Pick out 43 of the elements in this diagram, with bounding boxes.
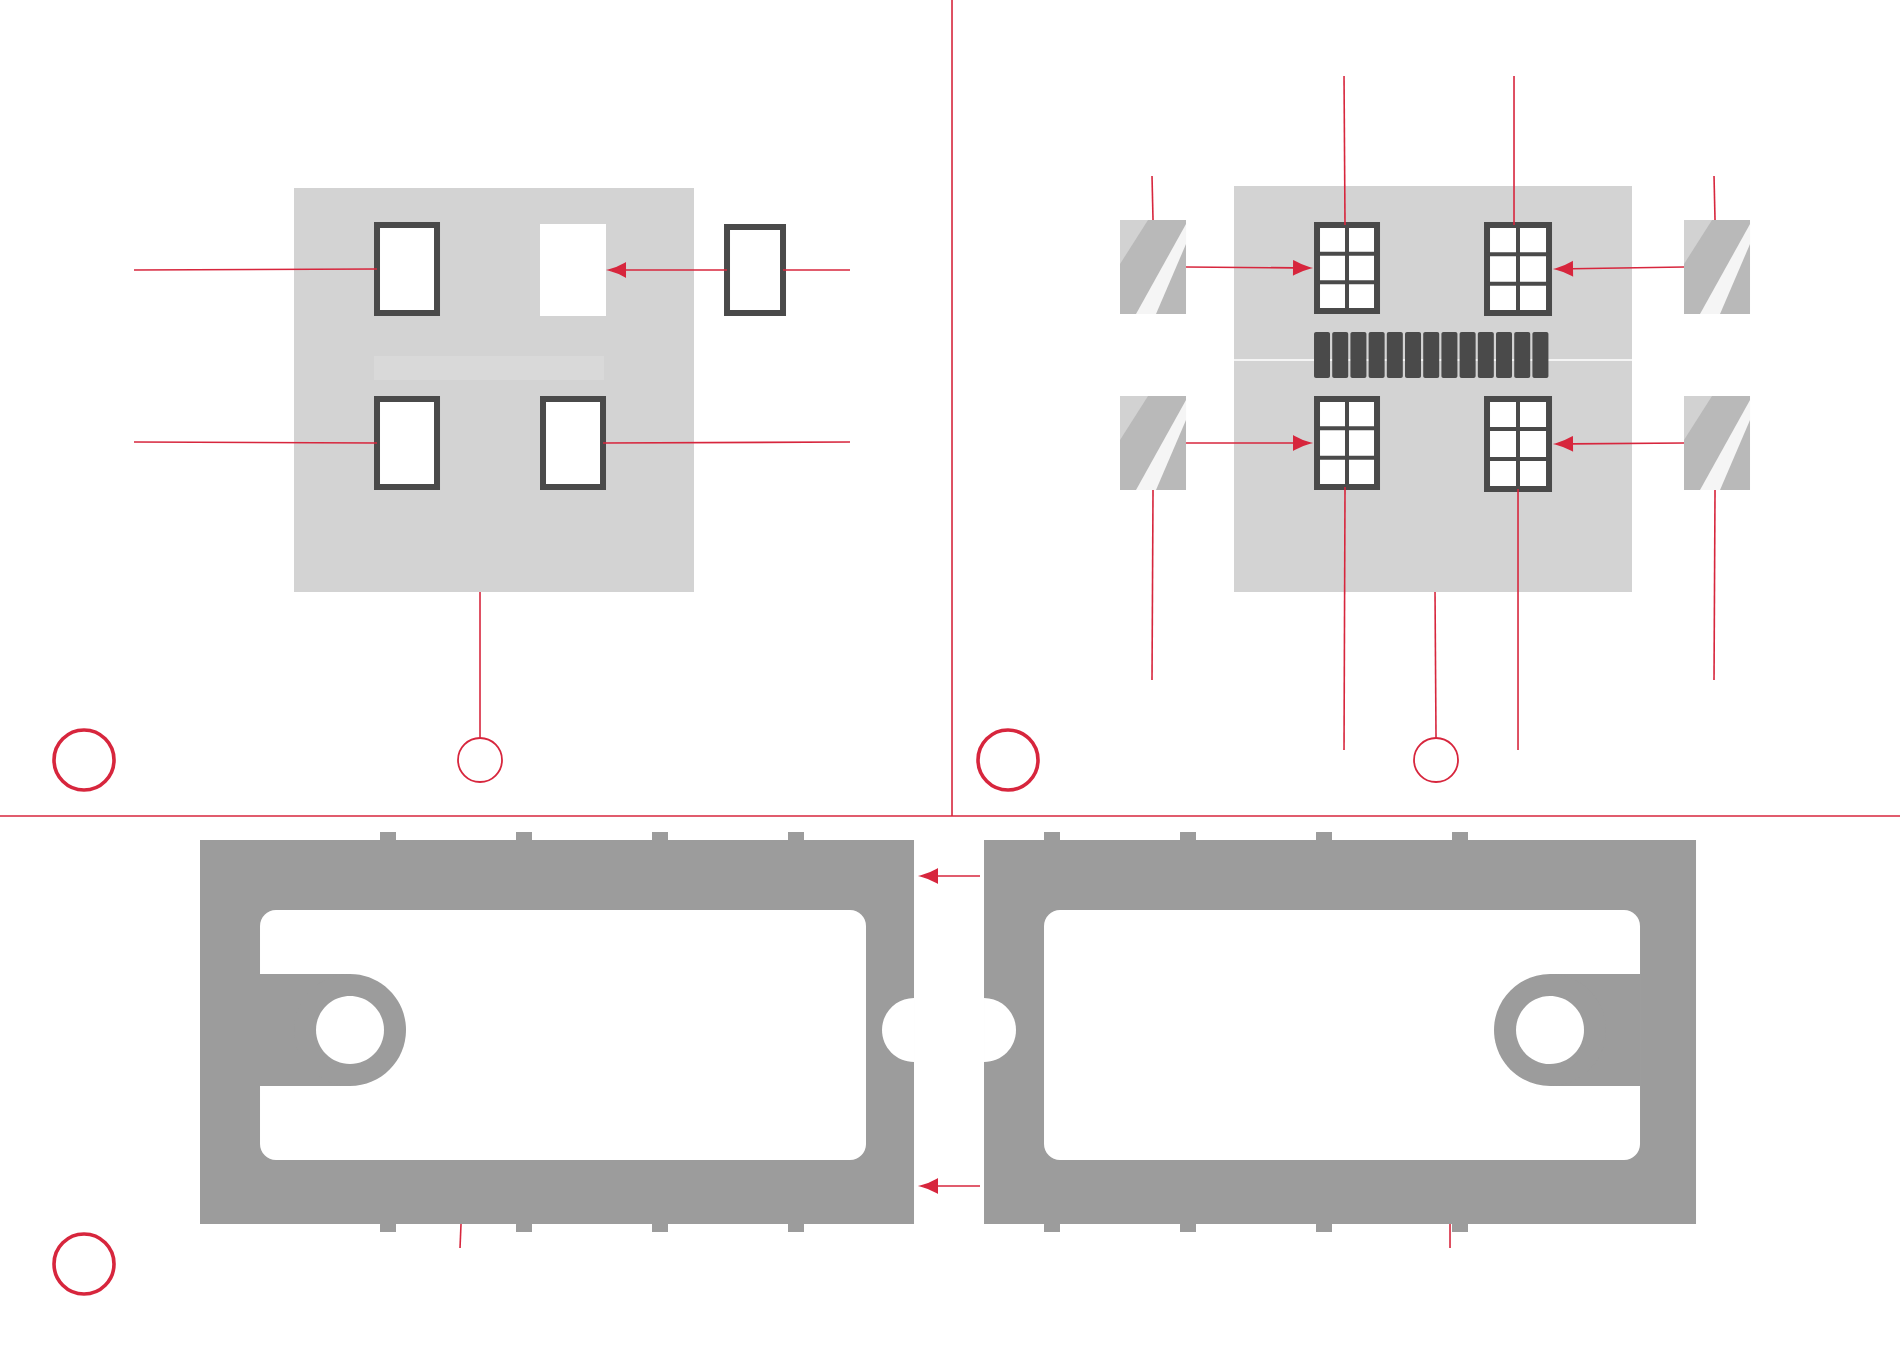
leader-line [1713,489,1716,681]
leader-line [1151,175,1154,221]
arrow [1555,261,1685,277]
glass-pane [1684,396,1750,490]
leader-line [1713,175,1716,221]
leader-line [1151,489,1154,681]
step-circle [52,728,116,792]
window-frame [1314,222,1380,314]
window-frame [724,224,786,316]
glass-pane [1120,220,1186,314]
leader-line [1434,591,1437,739]
leader-line [782,269,851,271]
glass-pane [1120,396,1186,490]
leader-line [1517,488,1519,751]
callout-circle [457,737,503,783]
leader-line [602,441,851,444]
leader-line [1513,75,1515,226]
window-frame [374,222,440,316]
arrow [920,1178,981,1194]
step-circle [976,728,1040,792]
side-wall-drawing [200,832,914,1232]
leader-line [133,441,378,444]
arrow [1185,435,1311,451]
leader-line [1343,486,1346,751]
window-frame [1314,396,1380,490]
leader-line [1343,75,1346,226]
window-opening [540,224,606,316]
leader-line [1449,1223,1451,1249]
leader-line [479,591,481,739]
leader-line [459,1223,462,1249]
arrow [1185,260,1311,276]
window-frame [374,396,440,490]
arrow [1555,436,1685,452]
callout-circle [1413,737,1459,783]
window-frame [540,396,606,490]
step-circle [52,1232,116,1296]
arrow [608,262,728,278]
side-wall-drawing [984,832,1696,1232]
leader-line [133,268,378,271]
glass-pane [1684,220,1750,314]
arrow [920,868,981,884]
window-frame [1484,396,1552,492]
window-frame [1484,222,1552,316]
